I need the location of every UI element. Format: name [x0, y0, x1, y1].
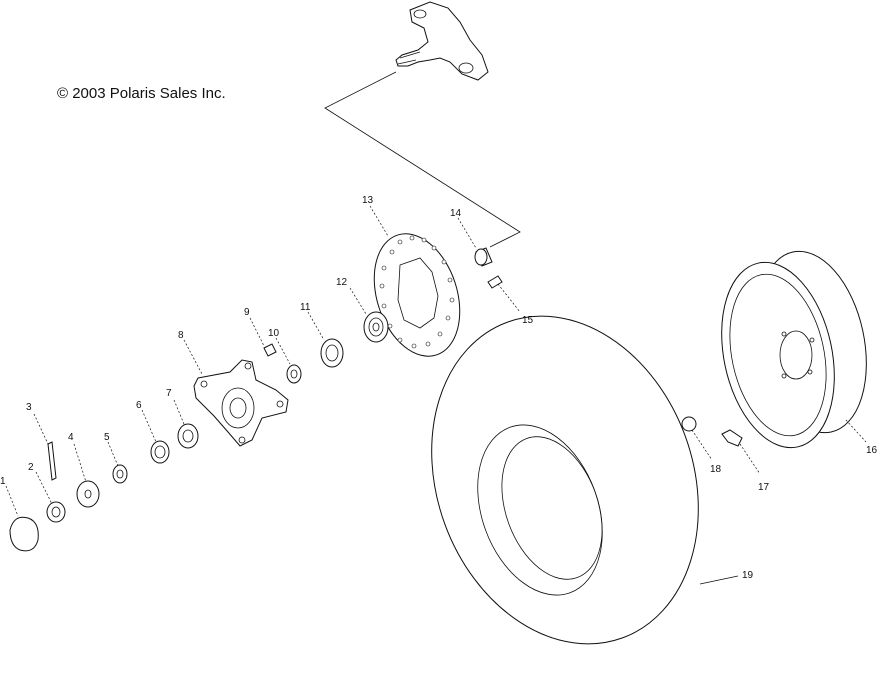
cotter-pin	[47, 441, 57, 481]
callout-13: 13	[362, 195, 374, 206]
callout-1: 1	[0, 476, 6, 487]
steering-knuckle	[395, 1, 489, 81]
outer-spacer	[112, 464, 128, 484]
callout-8: 8	[178, 330, 184, 341]
callout-5: 5	[104, 432, 110, 443]
leader-lines	[5, 205, 867, 585]
callout-10: 10	[268, 328, 280, 339]
callout-6: 6	[136, 400, 142, 411]
valve-stem	[721, 429, 743, 447]
bearing-outer	[363, 311, 389, 343]
callout-4: 4	[68, 432, 74, 443]
tire	[431, 315, 699, 645]
hub-cap	[9, 516, 39, 552]
sleeve	[474, 247, 493, 267]
callout-14: 14	[450, 208, 462, 219]
callout-7: 7	[166, 388, 172, 399]
callout-15: 15	[522, 315, 534, 326]
callout-11: 11	[300, 302, 311, 313]
hub-bearing	[177, 423, 199, 449]
callout-9: 9	[244, 307, 250, 318]
castle-nut	[46, 501, 66, 523]
callout-2: 2	[28, 462, 34, 473]
callout-19: 19	[742, 570, 754, 581]
callout-3: 3	[26, 402, 32, 413]
lug-nut	[681, 416, 697, 432]
callout-labels: 1 2 3 4 5 6 7 8 9 10 11 12 13 14 15 16 1…	[0, 195, 878, 581]
bearing-inner	[320, 338, 344, 368]
callout-16: 16	[866, 445, 878, 456]
spacer	[286, 364, 302, 384]
assembly-link-line	[324, 71, 521, 248]
callout-18: 18	[710, 464, 722, 475]
callout-17: 17	[758, 482, 770, 493]
wheel-rim	[721, 250, 867, 449]
disc-bolt	[487, 275, 503, 289]
washer	[76, 480, 100, 508]
wheel-hub	[193, 359, 289, 447]
callout-12: 12	[336, 277, 348, 288]
copyright-notice: © 2003 Polaris Sales Inc.	[57, 85, 226, 102]
brake-disc	[373, 233, 461, 357]
hub-stud	[263, 343, 277, 357]
seal	[150, 440, 170, 464]
